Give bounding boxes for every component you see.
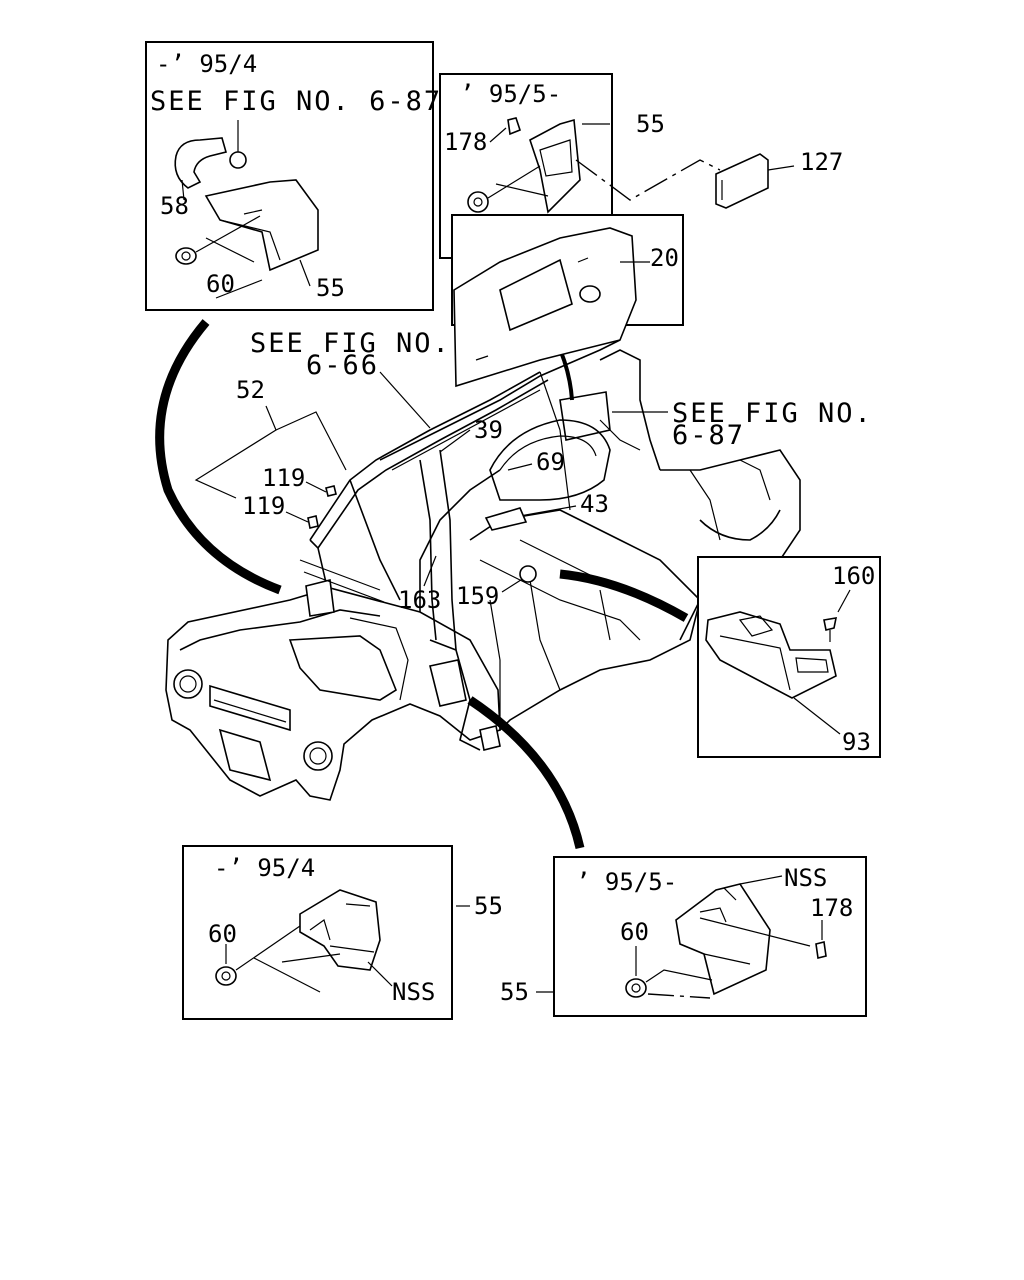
arc-right bbox=[559, 569, 689, 622]
callout-127: 127 bbox=[800, 148, 843, 176]
callout-20: 20 bbox=[650, 244, 679, 272]
callout-nss: NSS bbox=[392, 978, 435, 1006]
see-fig-reference-a-line2: 6-66 bbox=[306, 350, 379, 381]
part-127: 127 bbox=[575, 148, 843, 209]
callout-178: 178 bbox=[444, 128, 487, 156]
callout-55: 55 bbox=[316, 274, 345, 302]
see-fig-reference: SEE FIG NO. 6-87 bbox=[150, 86, 442, 117]
callout-58: 58 bbox=[160, 192, 189, 220]
clip-178 bbox=[815, 941, 827, 959]
see-fig-reference-b-line1: SEE FIG NO. bbox=[672, 398, 873, 429]
callout-163: 163 bbox=[398, 586, 441, 614]
inset-right: 160 93 bbox=[697, 556, 881, 758]
callout-39: 39 bbox=[474, 416, 503, 444]
inset-date-label: ’ 95/5- bbox=[460, 80, 561, 108]
callout-119-upper: 119 bbox=[262, 464, 305, 492]
arc-bottom bbox=[467, 696, 585, 849]
callout-55: 55 bbox=[474, 892, 503, 920]
inset-top-left: -’ 95/4 SEE FIG NO. 6-87 58 60 55 bbox=[145, 41, 442, 311]
callout-119-lower: 119 bbox=[242, 492, 285, 520]
callout-60: 60 bbox=[208, 920, 237, 948]
callout-52: 52 bbox=[236, 376, 265, 404]
callout-nss: NSS bbox=[784, 864, 827, 892]
callout-160: 160 bbox=[832, 562, 875, 590]
tray-93 bbox=[705, 611, 837, 699]
callout-55: 55 bbox=[500, 978, 529, 1006]
inset-date-label: ’ 95/5- bbox=[576, 868, 677, 896]
inset-panel-20: 20 bbox=[451, 214, 684, 388]
see-fig-reference-a-line1: SEE FIG NO. bbox=[250, 328, 451, 359]
see-fig-reference-b-line2: 6-87 bbox=[672, 420, 745, 451]
callout-60: 60 bbox=[620, 918, 649, 946]
callout-159: 159 bbox=[456, 582, 499, 610]
inset-date-label: -’ 95/4 bbox=[214, 854, 315, 882]
inset-bottom-left: -’ 95/4 60 NSS 55 bbox=[182, 845, 503, 1020]
callout-69: 69 bbox=[536, 448, 565, 476]
arc-top-left bbox=[155, 319, 282, 595]
screw-60-head bbox=[229, 151, 247, 169]
screw-160 bbox=[823, 617, 838, 631]
main-callouts: SEE FIG NO. 6-66 SEE FIG NO. 6-87 52 119… bbox=[194, 328, 873, 614]
callout-43: 43 bbox=[580, 490, 609, 518]
inset-date-label: -’ 95/4 bbox=[156, 50, 257, 78]
callout-93: 93 bbox=[842, 728, 871, 756]
callout-60: 60 bbox=[206, 270, 235, 298]
trim-panel-55 bbox=[204, 179, 319, 272]
callout-178: 178 bbox=[810, 894, 853, 922]
callout-55: 55 bbox=[636, 110, 665, 138]
inset-bottom-right: ’ 95/5- NSS 178 60 55 bbox=[500, 856, 867, 1017]
clip-58 bbox=[174, 137, 227, 189]
trim-panel-55 bbox=[529, 118, 581, 214]
quarter-panel-20 bbox=[453, 227, 637, 388]
